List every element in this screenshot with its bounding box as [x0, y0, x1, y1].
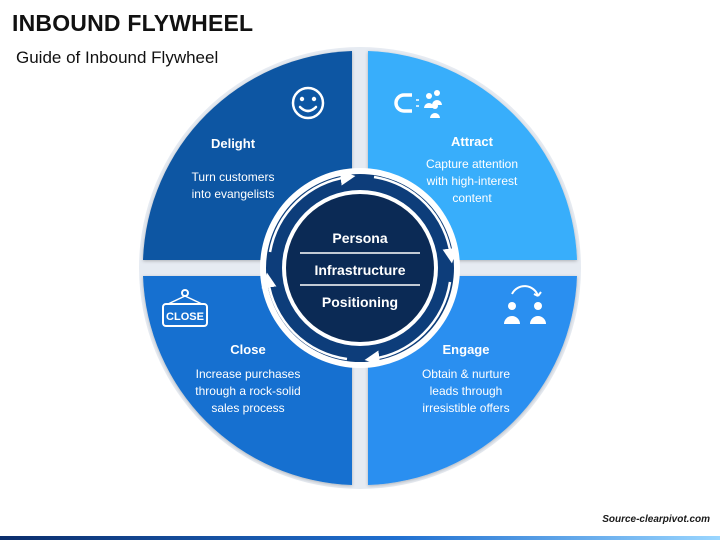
cycle-arrow-bottom [364, 281, 452, 366]
attract-desc-line-1: Capture attention [426, 157, 518, 171]
smiley-icon [291, 86, 325, 120]
attract-content: Attract Capture attention with high-inte… [394, 90, 518, 205]
close-desc-line-2: through a rock-solid [195, 384, 300, 398]
delight-content: Delight Turn customers into evangelists [192, 86, 325, 201]
delight-desc-line-2: into evangelists [192, 187, 275, 201]
close-sign-label: CLOSE [166, 311, 204, 323]
close-title: Close [230, 342, 265, 357]
close-desc-line-3: sales process [211, 401, 284, 415]
engage-desc-line-1: Obtain & nurture [422, 367, 510, 381]
cycle-arrow-left [261, 272, 348, 361]
cycle-arrow-right [373, 175, 458, 264]
attract-title: Attract [451, 134, 494, 149]
close-desc-line-1: Increase purchases [196, 367, 301, 381]
engage-title: Engage [443, 342, 490, 357]
delight-desc-line-1: Turn customers [192, 170, 275, 184]
cycle-arrow-top [268, 170, 356, 253]
attract-desc-line-3: content [452, 191, 492, 205]
hub-item-positioning: Positioning [322, 294, 398, 310]
engage-content: Engage Obtain & nurture leads through ir… [422, 285, 546, 415]
close-content: CLOSE Close Increase purchases through a… [162, 289, 301, 415]
hub-item-persona: Persona [332, 230, 387, 246]
bottom-accent-bar [0, 536, 720, 540]
delight-title: Delight [211, 136, 256, 151]
page-title: INBOUND FLYWHEEL [12, 10, 254, 36]
attract-desc-line-2: with high-interest [426, 174, 518, 188]
magnet-people-icon [394, 90, 442, 118]
engage-desc-line-3: irresistible offers [422, 401, 509, 415]
page-subtitle: Guide of Inbound Flywheel [16, 48, 219, 67]
engage-people-icon [504, 285, 546, 324]
hub-circle [286, 194, 434, 342]
engage-desc-line-2: leads through [430, 384, 503, 398]
close-sign-icon: CLOSE [162, 289, 208, 327]
hub-item-infrastructure: Infrastructure [314, 262, 405, 278]
source-credit: Source-clearpivot.com [602, 514, 710, 525]
